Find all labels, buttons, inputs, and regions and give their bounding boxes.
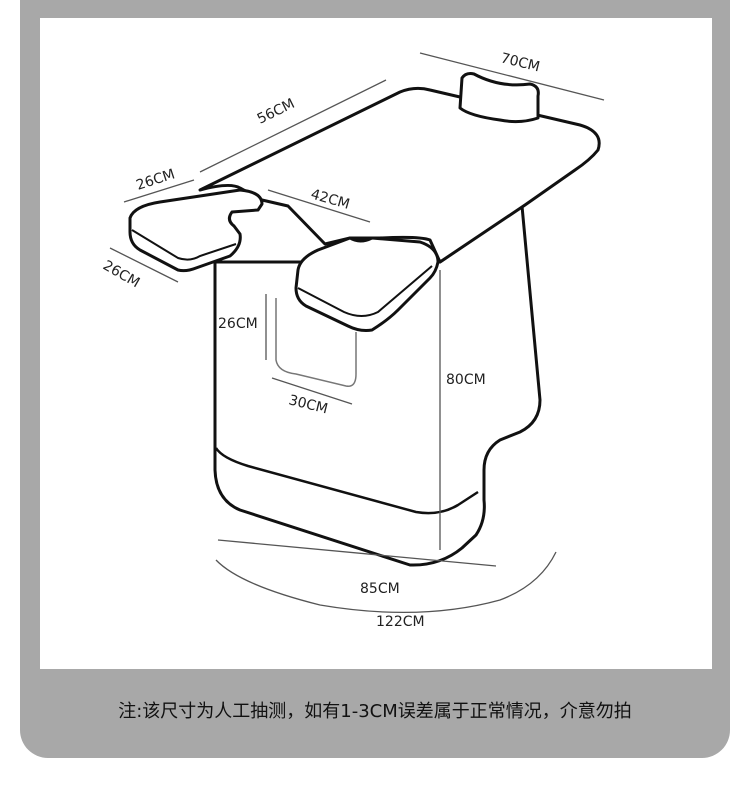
label-26cm-pocket: 26CM [218,316,258,332]
label-26cm-depth: 26CM [100,258,142,292]
right-arm-pad-edge [297,265,433,317]
headrest [458,72,540,124]
label-85cm: 85CM [360,581,400,597]
dim-line-56 [199,79,387,173]
dim-line-30 [271,377,353,405]
label-80cm: 80CM [446,372,486,388]
left-arm-pad [128,188,264,273]
label-26cm-width: 26CM [134,166,177,193]
label-70cm: 70CM [499,50,541,75]
dim-line-70 [419,52,605,101]
dim-curve-122 [215,551,557,614]
pocket-outline [275,298,357,387]
dim-line-85 [217,539,497,567]
label-56cm: 56CM [255,96,298,128]
label-122cm: 122CM [376,614,425,630]
disclaimer-note: 注:该尺寸为人工抽测，如有1-3CM误差属于正常情况，介意勿拍 [118,701,632,722]
dim-line-42 [267,189,371,223]
right-arm-pad [294,236,440,332]
top-surface [198,86,601,264]
dim-line-26-depth [109,247,179,283]
dim-line-26-width [123,179,195,203]
left-arm-pad-edge [131,229,237,261]
base-seam [214,447,479,515]
